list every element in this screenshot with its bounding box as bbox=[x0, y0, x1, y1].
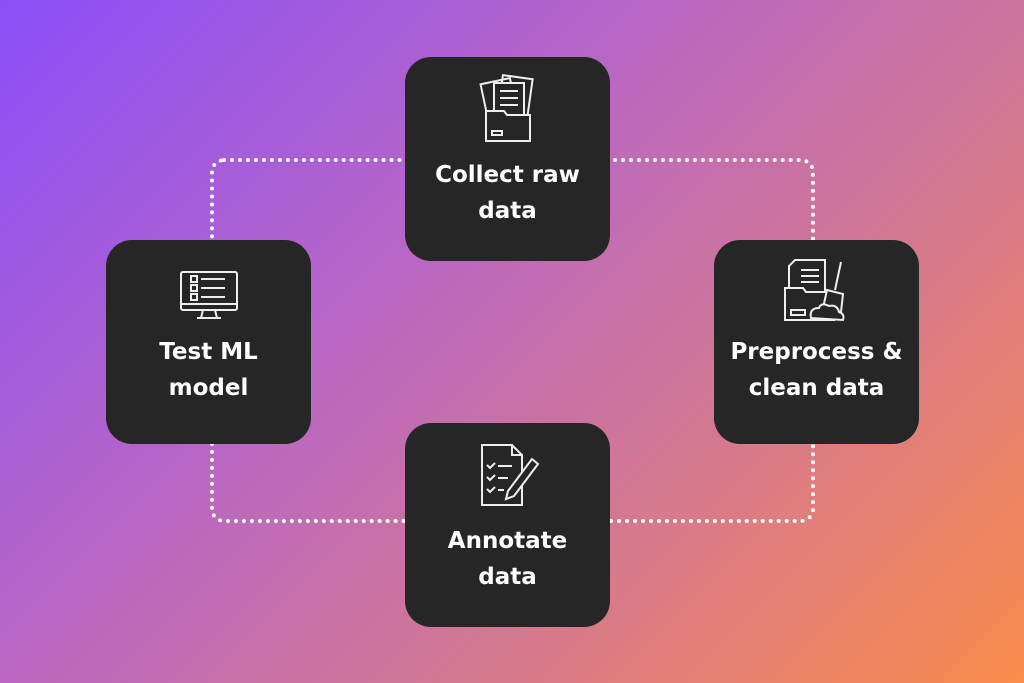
folder-broom-icon bbox=[783, 259, 844, 322]
step-label: Collect raw data bbox=[435, 162, 580, 224]
step-annotate-data: Annotate data bbox=[405, 423, 610, 627]
step-label: Annotate data bbox=[447, 528, 568, 590]
folder-documents-icon bbox=[478, 73, 534, 142]
step-label: Preprocess & clean data bbox=[730, 339, 903, 401]
checklist-pen-icon bbox=[480, 444, 539, 506]
step-preprocess-clean-data: Preprocess & clean data bbox=[714, 240, 919, 444]
monitor-checklist-icon bbox=[179, 271, 238, 319]
step-label: Test ML model bbox=[159, 339, 258, 401]
step-collect-raw-data: Collect raw data bbox=[405, 57, 610, 261]
step-test-ml-model: Test ML model bbox=[106, 240, 311, 444]
